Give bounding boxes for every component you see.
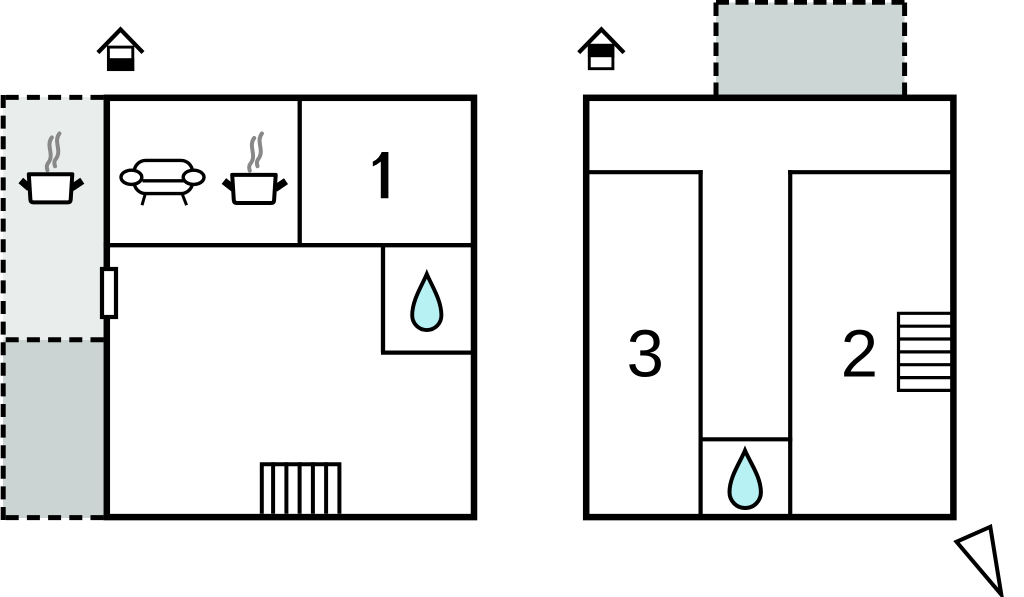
svg-text:3: 3 (627, 316, 664, 391)
svg-text:2: 2 (841, 316, 878, 391)
